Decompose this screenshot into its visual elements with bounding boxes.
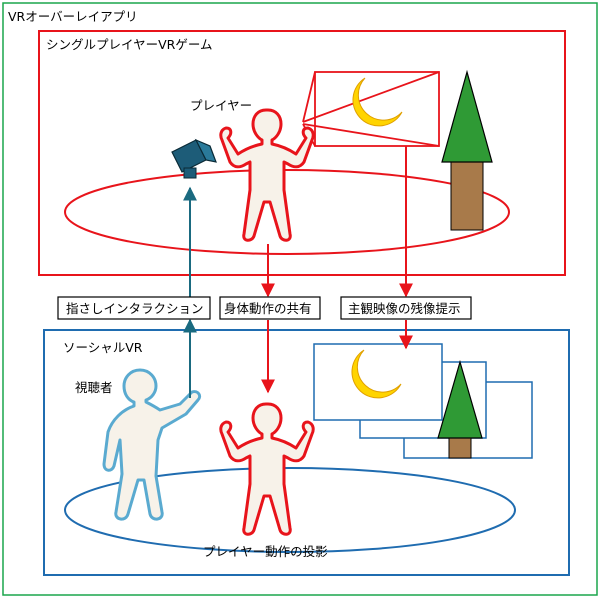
outer-frame	[2, 2, 598, 596]
social-panel	[43, 329, 570, 576]
game-play-area	[64, 169, 510, 255]
camera-icon	[171, 138, 217, 179]
view-sharing-label: 主観映像の残像提示	[348, 301, 461, 316]
pointing-label-box	[57, 296, 211, 320]
player-figure	[219, 108, 315, 242]
body-sharing-label: 身体動作の共有	[224, 301, 312, 316]
pointing-label: 指さしインタラクション	[66, 301, 204, 316]
social-panel-title: ソーシャルVR	[63, 340, 143, 355]
viewer-label: 視聴者	[75, 380, 113, 395]
view-frustum	[302, 71, 440, 147]
social-play-area	[64, 467, 516, 553]
tree-icon	[441, 69, 493, 231]
view-sharing-label-box	[340, 296, 472, 320]
game-panel	[38, 30, 566, 276]
outer-frame-title: VRオーバーレイアプリ	[8, 9, 138, 24]
moon-afterimage-icon	[351, 349, 402, 399]
moon-icon	[352, 77, 403, 127]
tree-afterimage-icon	[437, 359, 483, 459]
projection-label: プレイヤー動作の投影	[203, 544, 328, 559]
body-sharing-label-box	[219, 296, 321, 320]
player-label: プレイヤー	[190, 98, 252, 113]
game-panel-title: シングルプレイヤーVRゲーム	[46, 37, 213, 52]
viewer-figure	[102, 368, 202, 521]
view-afterimages	[313, 343, 533, 459]
